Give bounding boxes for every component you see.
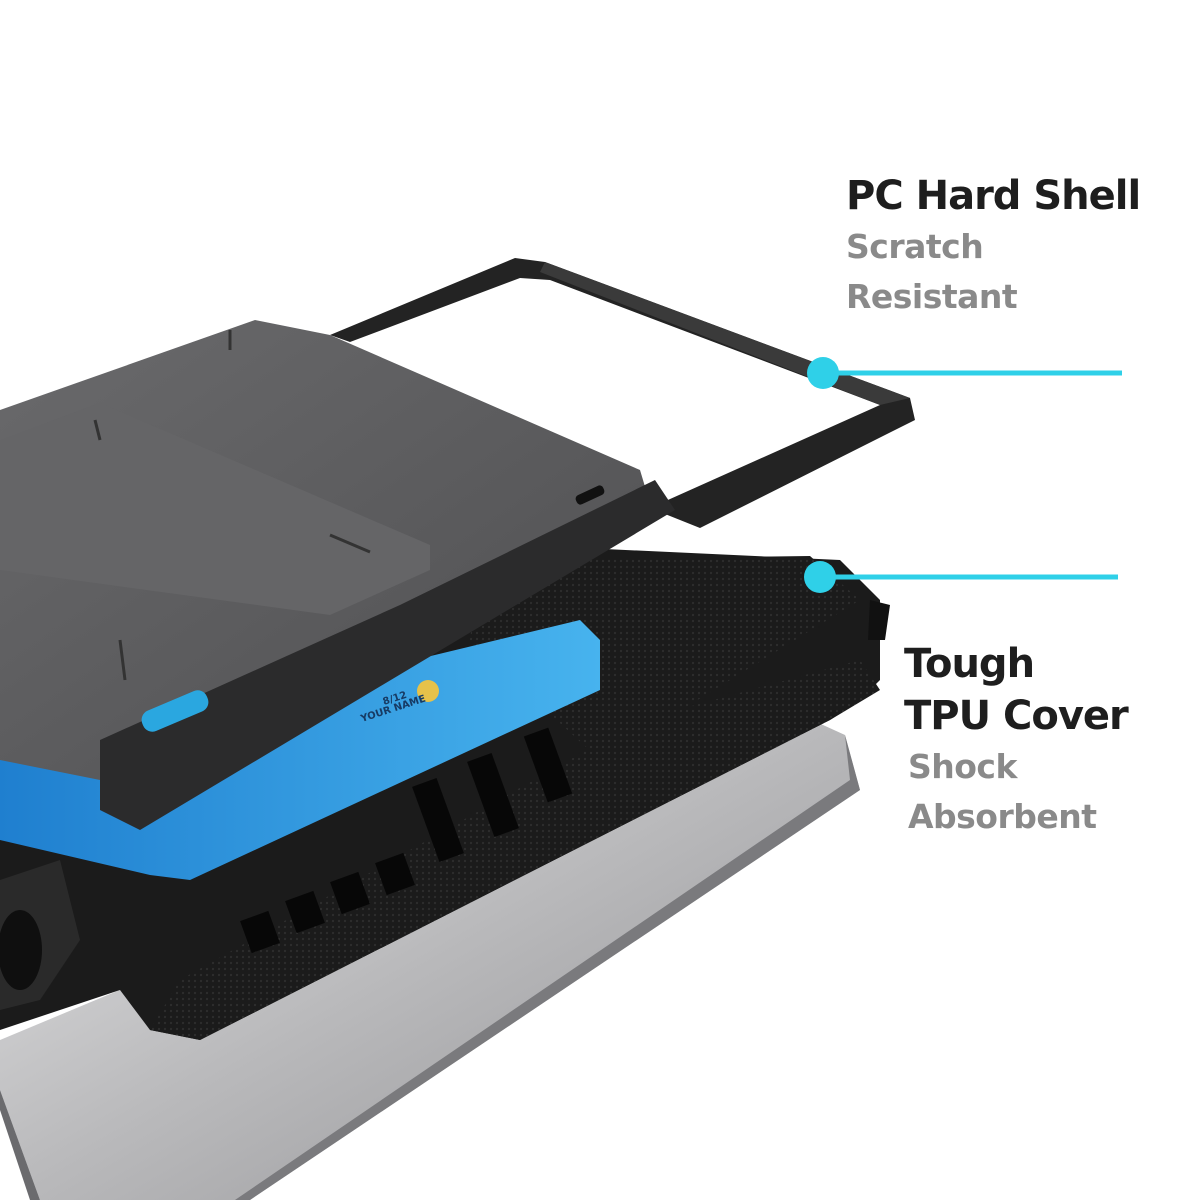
callout-dot-icon — [807, 357, 839, 389]
tpu-vents — [240, 727, 573, 954]
feature-pc-hard-shell: PC Hard Shell Scratch Resistant — [846, 170, 1141, 322]
callout-pc-shell — [807, 357, 1122, 389]
feature-subtitle: Shock — [908, 747, 1017, 786]
feature-subtitle: Absorbent — [908, 797, 1097, 836]
callout-dot-icon — [804, 561, 836, 593]
callout-tpu-cover — [804, 561, 1118, 593]
feature-title: Tough — [904, 641, 1035, 687]
feature-title: PC Hard Shell — [846, 173, 1141, 219]
feature-title: TPU Cover — [904, 693, 1129, 739]
phone-body — [0, 710, 860, 1200]
feature-tough-tpu-cover: Tough TPU Cover Shock Absorbent — [904, 638, 1129, 842]
slider-release-button — [141, 690, 209, 732]
feature-subtitle: Scratch — [846, 227, 984, 266]
card-chip-icon — [417, 680, 439, 702]
shell-grooves — [93, 330, 371, 681]
card-slider-shell — [0, 320, 675, 830]
feature-subtitle: Resistant — [846, 277, 1018, 316]
